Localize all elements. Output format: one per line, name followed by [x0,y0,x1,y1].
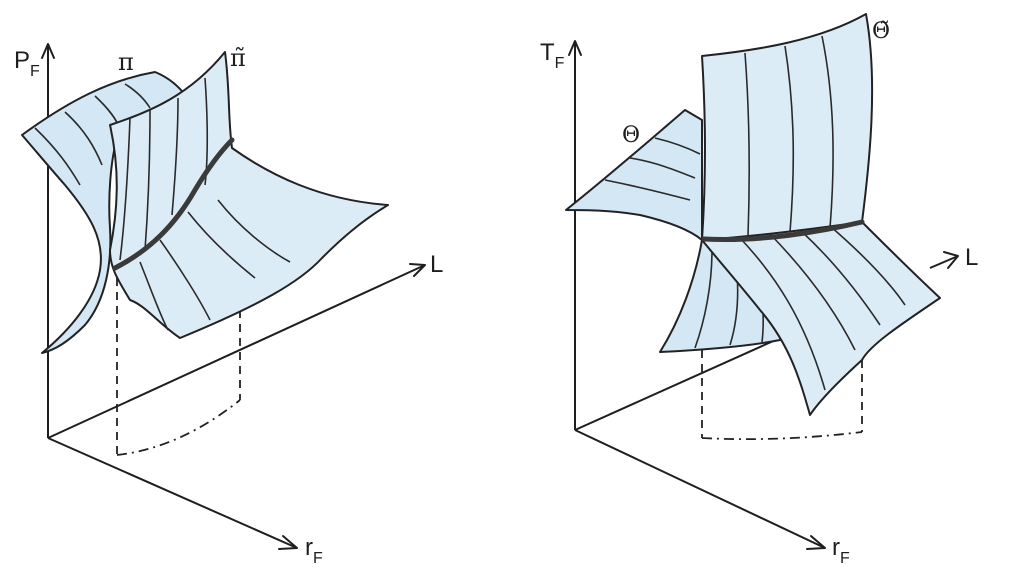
left-vertical-axis-arrow [41,43,55,59]
right-surface-label-theta: Θ [622,123,640,148]
left-intersection-curve [112,137,235,271]
right-depth-axis [574,337,781,431]
left-surface-label-pi: π [118,48,134,76]
right-vertical-axis-label: TF [540,39,565,72]
left-surface-pi-tilde-gridlines [119,77,291,331]
right-depth-axis-far [929,255,959,269]
left-surface-label-pi-tilde: π̃ [230,44,246,72]
right-surface-theta-gridlines [604,137,701,201]
right-surface-label-theta-tilde: Θ̃ [872,19,890,44]
right-surface-theta-tilde-lower-gridlines [739,225,906,391]
left-projection-curve [116,399,241,456]
left-panel: PF L rF π π̃ [14,43,443,567]
right-depth-axis-label: L [965,244,978,271]
left-surface-pi-tilde [109,51,389,339]
left-depth-axis-label: L [430,251,443,278]
left-surface-pi-gridlines [34,83,151,186]
left-horizontal-axis-label: rF [305,534,323,567]
right-vertical-axis-arrow [568,40,582,56]
right-panel: TF L rF Θ Θ̃ [540,13,978,567]
left-projection-dashed [116,278,241,455]
right-depth-axis-arrow [943,251,959,269]
left-horizontal-axis [47,437,298,549]
right-horizontal-axis-label: rF [832,534,850,567]
right-surface-theta [565,109,703,241]
right-surface-theta-tilde-gridlines [744,35,834,237]
left-surface-pi [21,71,186,354]
right-projection-curve [701,431,863,441]
left-depth-axis [47,264,426,439]
right-horizontal-axis [574,429,826,549]
right-intersection-curve [701,219,865,243]
left-depth-axis-arrow [409,263,426,277]
right-horizontal-axis-arrow [806,535,826,550]
right-surface-theta-tilde [701,13,874,241]
left-vertical-axis-label: PF [14,47,40,80]
left-horizontal-axis-arrow [278,535,298,550]
